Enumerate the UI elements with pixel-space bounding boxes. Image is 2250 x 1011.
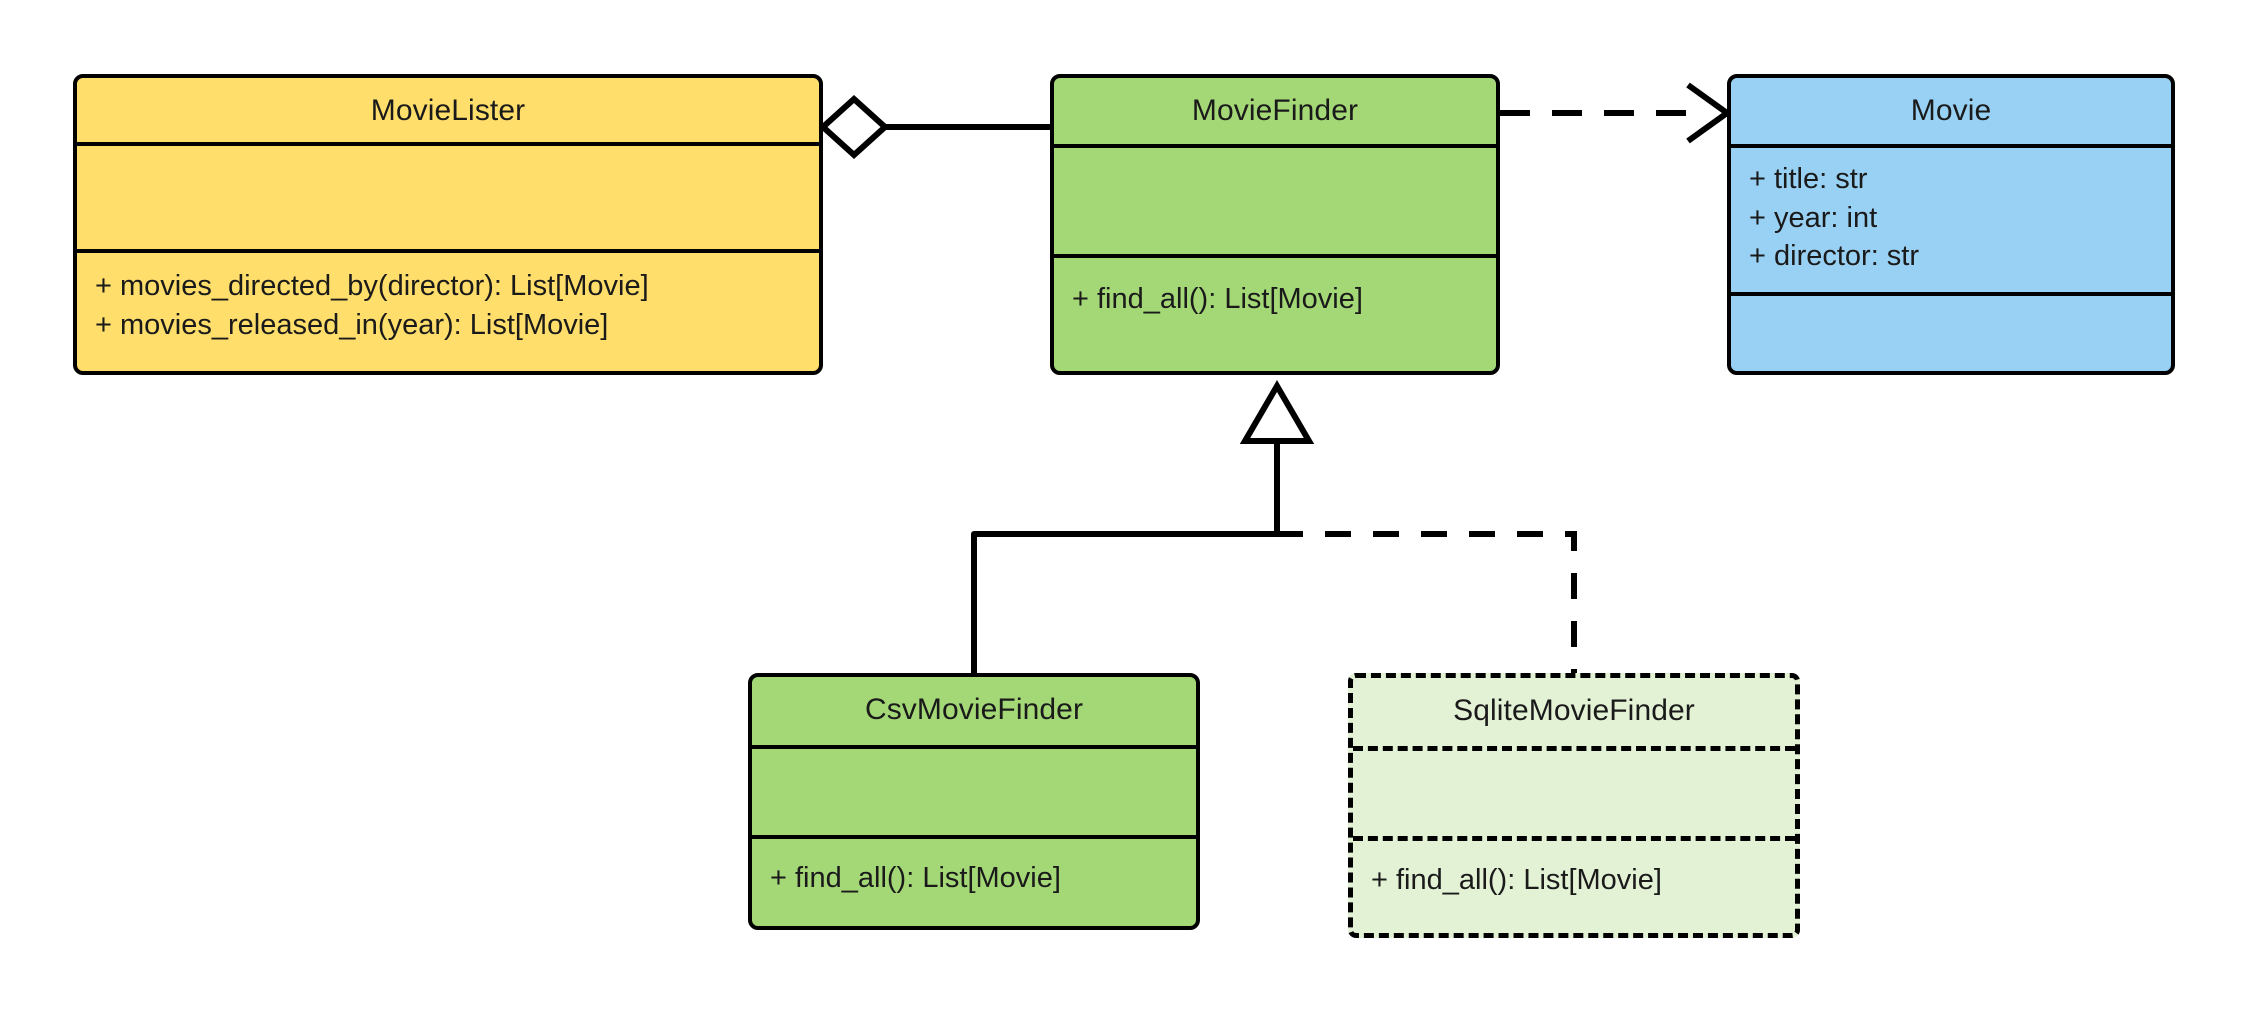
attributes-compartment [77,142,819,249]
hollow-triangle-marker [1239,380,1315,444]
attributes-compartment [1054,144,1496,254]
class-name-compartment: MovieFinder [1054,78,1496,144]
methods-compartment: + movies_directed_by(director): List[Mov… [77,249,819,371]
generalization-branch-csv [971,531,1277,673]
methods-compartment: + find_all(): List[Movie] [1353,836,1795,933]
open-diamond-marker [818,94,890,160]
methods-list: + movies_directed_by(director): List[Mov… [77,253,819,344]
method-item: + find_all(): List[Movie] [770,862,1061,894]
attributes-compartment: + title: str + year: int + director: str [1731,144,2171,292]
attributes-list: + title: str + year: int + director: str [1731,148,2171,276]
open-arrow-marker [1686,82,1733,144]
class-box-sqlite-movie-finder[interactable]: SqliteMovieFinder + find_all(): List[Mov… [1348,673,1800,938]
class-box-movie[interactable]: Movie + title: str + year: int + directo… [1727,74,2175,375]
attribute-item: + director: str [1749,240,1920,273]
edge-aggregation-lister-finder[interactable] [818,94,1050,160]
attributes-compartment [1353,746,1795,836]
class-box-movie-lister[interactable]: MovieLister + movies_directed_by(directo… [73,74,823,375]
methods-list: + find_all(): List[Movie] [1054,258,1496,319]
class-name-compartment: CsvMovieFinder [752,677,1196,745]
class-name-label: SqliteMovieFinder [1453,694,1695,727]
class-box-movie-finder[interactable]: MovieFinder + find_all(): List[Movie] [1050,74,1500,375]
class-name-compartment: Movie [1731,78,2171,144]
class-box-csv-movie-finder[interactable]: CsvMovieFinder + find_all(): List[Movie] [748,673,1200,930]
methods-compartment: + find_all(): List[Movie] [1054,254,1496,371]
class-name-label: CsvMovieFinder [864,693,1084,726]
attribute-item: + year: int [1749,201,1878,234]
methods-list: + find_all(): List[Movie] [752,839,1196,898]
class-name-label: MovieFinder [1191,94,1359,127]
methods-compartment: + find_all(): List[Movie] [752,835,1196,926]
methods-compartment [1731,292,2171,371]
edge-generalization-tree[interactable] [971,380,1577,673]
attributes-compartment [752,745,1196,835]
class-name-compartment: MovieLister [77,78,819,142]
method-item: + find_all(): List[Movie] [1072,283,1363,315]
method-item: + movies_released_in(year): List[Movie] [95,308,609,341]
class-name-label: MovieLister [370,94,526,127]
class-name-compartment: SqliteMovieFinder [1353,678,1795,746]
edge-dependency-finder-movie[interactable] [1500,82,1733,144]
method-item: + find_all(): List[Movie] [1371,864,1662,896]
method-item: + movies_directed_by(director): List[Mov… [95,270,649,302]
generalization-branch-sqlite [1277,531,1577,673]
class-name-label: Movie [1910,94,1992,127]
attribute-item: + title: str [1749,163,1868,195]
methods-list: + find_all(): List[Movie] [1353,841,1795,900]
